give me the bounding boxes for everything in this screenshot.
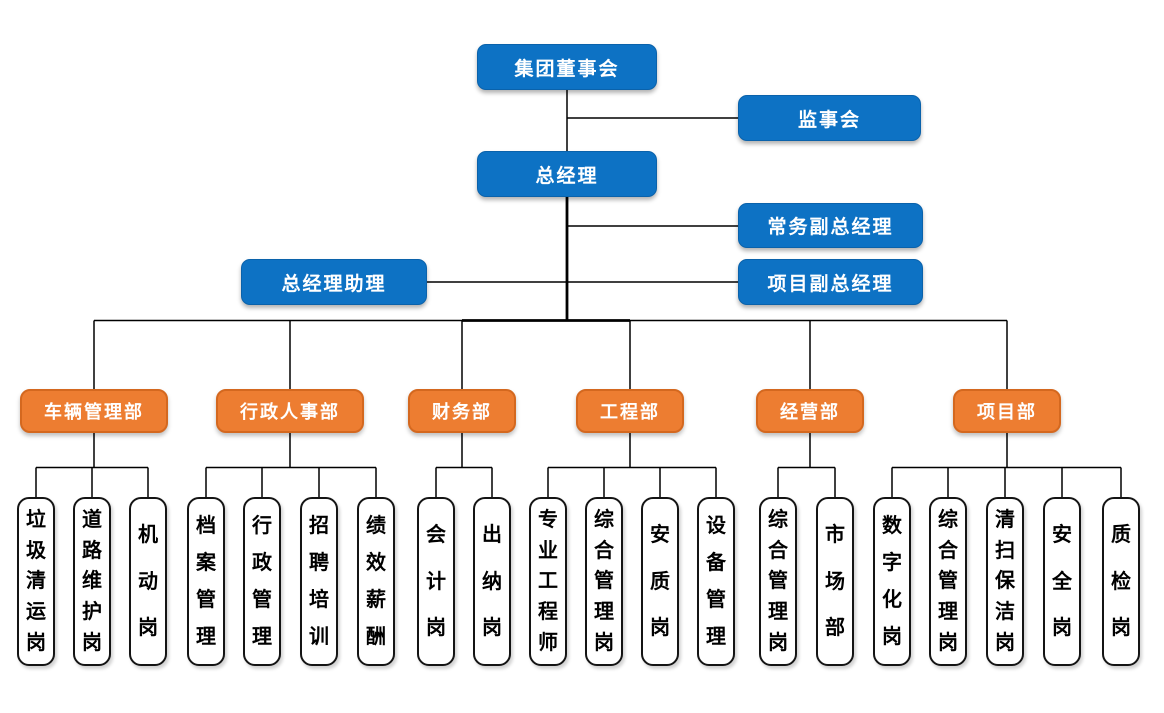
dept-node-vehicle-management: 车辆管理部 <box>20 389 168 433</box>
position-node: 市场部 <box>816 497 854 666</box>
dept-node-finance: 财务部 <box>408 389 516 433</box>
position-node: 机动岗 <box>129 497 167 666</box>
position-label: 安质岗 <box>650 524 670 639</box>
org-node-executive-deputy-gm: 常务副总经理 <box>738 203 923 248</box>
position-label: 行政管理 <box>252 515 272 648</box>
org-node-gm-assistant: 总经理助理 <box>241 259 427 305</box>
org-node-project-deputy-gm: 项目副总经理 <box>738 259 923 305</box>
dept-node-engineering: 工程部 <box>576 389 684 433</box>
position-label: 会计岗 <box>426 524 446 639</box>
position-node: 会计岗 <box>417 497 455 666</box>
position-node: 行政管理 <box>243 497 281 666</box>
position-label: 清扫保洁岗 <box>995 508 1015 655</box>
org-node-supervisory: 监事会 <box>738 95 921 141</box>
position-label: 数字化岗 <box>882 515 902 648</box>
position-node: 档案管理 <box>187 497 225 666</box>
position-label: 设备管理 <box>706 515 726 648</box>
dept-node-operations: 经营部 <box>756 389 864 433</box>
position-node: 垃圾清运岗 <box>17 497 55 666</box>
position-node: 数字化岗 <box>873 497 911 666</box>
position-node: 综合管理岗 <box>759 497 797 666</box>
org-node-board: 集团董事会 <box>477 44 657 90</box>
position-node: 专业工程师 <box>529 497 567 666</box>
position-node: 出纳岗 <box>473 497 511 666</box>
position-node: 安质岗 <box>641 497 679 666</box>
position-node: 绩效薪酬 <box>357 497 395 666</box>
position-node: 综合管理岗 <box>585 497 623 666</box>
position-label: 机动岗 <box>138 524 158 639</box>
org-node-general-manager: 总经理 <box>477 151 657 197</box>
position-label: 道路维护岗 <box>82 508 102 655</box>
position-label: 专业工程师 <box>538 508 558 655</box>
position-label: 垃圾清运岗 <box>26 508 46 655</box>
position-node: 综合管理岗 <box>929 497 967 666</box>
position-label: 市场部 <box>825 524 845 639</box>
position-node: 清扫保洁岗 <box>986 497 1024 666</box>
position-label: 招聘培训 <box>309 515 329 648</box>
position-label: 综合管理岗 <box>938 508 958 655</box>
position-label: 绩效薪酬 <box>366 515 386 648</box>
position-label: 综合管理岗 <box>768 508 788 655</box>
dept-node-admin-hr: 行政人事部 <box>216 389 364 433</box>
position-node: 道路维护岗 <box>73 497 111 666</box>
position-label: 出纳岗 <box>482 524 502 639</box>
position-label: 综合管理岗 <box>594 508 614 655</box>
position-node: 设备管理 <box>697 497 735 666</box>
position-label: 质检岗 <box>1111 524 1131 639</box>
position-label: 安全岗 <box>1052 524 1072 639</box>
dept-node-project: 项目部 <box>953 389 1061 433</box>
position-node: 招聘培训 <box>300 497 338 666</box>
position-node: 安全岗 <box>1043 497 1081 666</box>
position-label: 档案管理 <box>196 515 216 648</box>
position-node: 质检岗 <box>1102 497 1140 666</box>
